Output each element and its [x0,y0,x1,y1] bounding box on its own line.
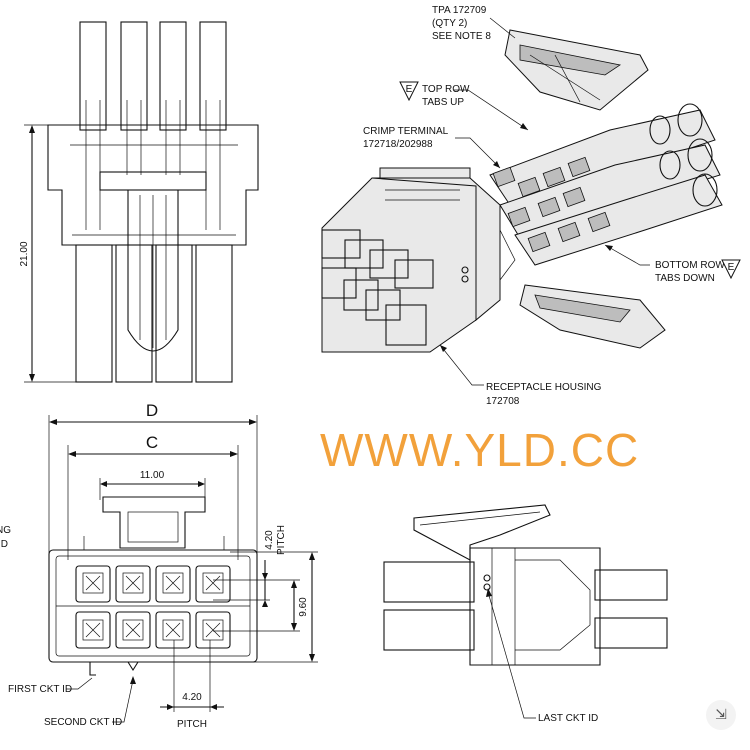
watermark-text: WWW.YLD.CC [320,424,639,476]
dim-height-label: 21.00 [19,241,30,266]
note-flag-icon: E [399,81,419,102]
cavity [155,611,191,649]
crimp-terminals [489,103,723,266]
front-housing [48,549,258,663]
top-row-label-line1: TOP ROW [422,84,470,95]
receptacle-label-line2: 172708 [486,396,520,407]
right-side-view: LAST CKT ID [383,504,668,724]
receptacle-housing [321,167,516,353]
cavity [75,565,111,603]
pitch-horizontal-label: PITCH [177,719,207,730]
second-ckt-label: SECOND CKT ID [44,717,122,728]
crimp-label-line2: 172718/202988 [363,139,433,150]
dim-c-label: C [146,433,158,452]
note-flag-text: E [728,262,735,273]
cavity [155,565,191,603]
first-ckt-label: FIRST CKT ID [8,684,72,695]
tpa-label-line3: SEE NOTE 8 [432,31,491,42]
cavity [115,565,151,603]
dim-width-label: 11.00 [140,470,165,481]
right-housing [469,547,601,666]
side-latch [127,190,179,352]
front-latch [102,496,206,549]
side-wire [120,21,148,131]
bottom-row-label-line1: BOTTOM ROW [655,260,725,271]
side-wire [159,21,187,131]
dim-row-spacing-label: 9.60 [298,597,309,617]
note-flag-icon: E [721,259,741,280]
top-row-label-line2: TABS UP [422,97,464,108]
crimp-label-line1: CRIMP TERMINAL [363,126,449,137]
tpa-label-line2: (QTY 2) [432,18,467,29]
right-latch [413,504,551,561]
pitch-vertical-label: PITCH [276,525,287,555]
shrink-icon[interactable]: ⇲ [706,700,736,730]
tpa-label-line1: TPA 172709 [432,5,487,16]
cavity [195,611,231,649]
side-wire [199,21,227,131]
clipped-label-line1: NG [0,525,11,536]
cavity [195,565,231,603]
receptacle-label-line1: RECEPTACLE HOUSING [486,382,602,393]
front-view: NG ID D C 11.00 [0,401,318,730]
clipped-label-line2: ID [0,539,8,550]
cavity [75,611,111,649]
bottom-row-label-line2: TABS DOWN [655,273,715,284]
cavity [115,611,151,649]
side-housing [47,124,259,246]
pitch-horizontal-value: 4.20 [182,692,202,703]
side-view: 21.00 [19,21,259,383]
last-ckt-label: LAST CKT ID [538,713,598,724]
dim-d-label: D [146,401,158,420]
side-wire [79,21,107,131]
pitch-vertical-value: 4.20 [264,530,275,550]
note-flag-text: E [406,84,413,95]
iso-view: TPA 172709 (QTY 2) SEE NOTE 8 E TOP ROW … [321,5,741,407]
